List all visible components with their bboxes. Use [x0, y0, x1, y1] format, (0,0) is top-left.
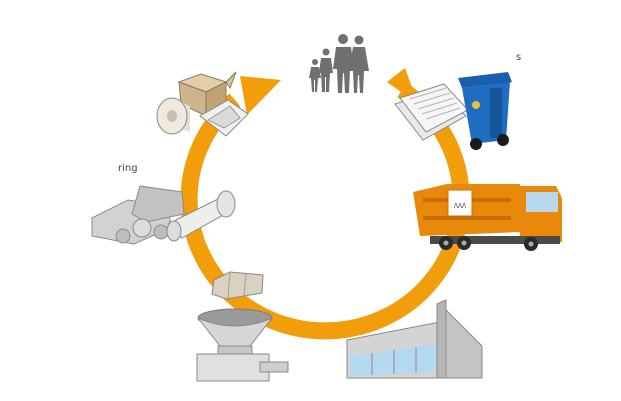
- svg-text:ᐱᐱᐱ: ᐱᐱᐱ: [454, 203, 467, 210]
- paper-bag-icon: [199, 99, 249, 137]
- recycling-bin-icon: [458, 72, 512, 150]
- cardboard-box-icon: [177, 71, 237, 117]
- pulp-bale-icon: [211, 271, 264, 300]
- paper-machine-icon: [91, 185, 185, 245]
- paper-roll-icon: [166, 190, 236, 242]
- toilet-roll-icon: [156, 97, 190, 135]
- pulper-icon: [196, 308, 289, 382]
- machine-label-fragment: ring: [118, 163, 138, 174]
- bin-label-fragment: s: [516, 52, 521, 63]
- family-icon: [309, 34, 369, 93]
- newspaper-icon: [394, 83, 469, 141]
- recycling-plant-icon: [346, 299, 483, 379]
- garbage-truck-icon: ᐱᐱᐱ: [413, 184, 562, 251]
